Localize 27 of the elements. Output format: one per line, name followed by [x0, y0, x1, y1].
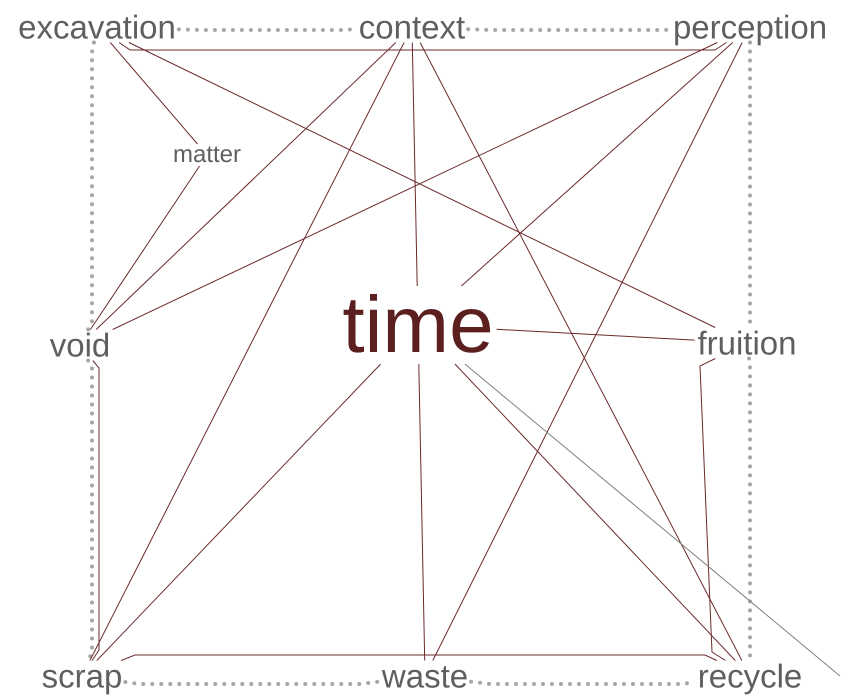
node-label: fruition	[697, 326, 797, 360]
connector-line	[118, 42, 727, 50]
node-label: context	[358, 10, 466, 44]
connector-line	[699, 358, 726, 661]
connector-line	[460, 42, 734, 286]
node-label: waste	[382, 660, 468, 692]
node-label: recycle	[698, 660, 802, 692]
node-label: time	[342, 285, 494, 365]
node-label: matter	[173, 143, 241, 167]
node-label: scrap	[42, 660, 122, 692]
connector-line	[89, 42, 405, 661]
connector-line	[96, 364, 382, 661]
node-label: excavation	[18, 10, 176, 44]
connector-line	[90, 166, 200, 330]
connector-line	[120, 654, 718, 661]
connector-line	[412, 42, 418, 286]
node-label: void	[50, 328, 110, 362]
connector-line	[496, 328, 695, 341]
connector-line	[464, 364, 840, 676]
connector-line	[454, 364, 736, 661]
dotted-line	[123, 680, 381, 686]
connector-line	[110, 42, 198, 144]
node-label: perception	[672, 10, 828, 44]
dotted-line	[86, 40, 96, 332]
connector-line	[418, 364, 426, 661]
connector-line	[92, 360, 100, 661]
connector-line	[96, 42, 396, 330]
